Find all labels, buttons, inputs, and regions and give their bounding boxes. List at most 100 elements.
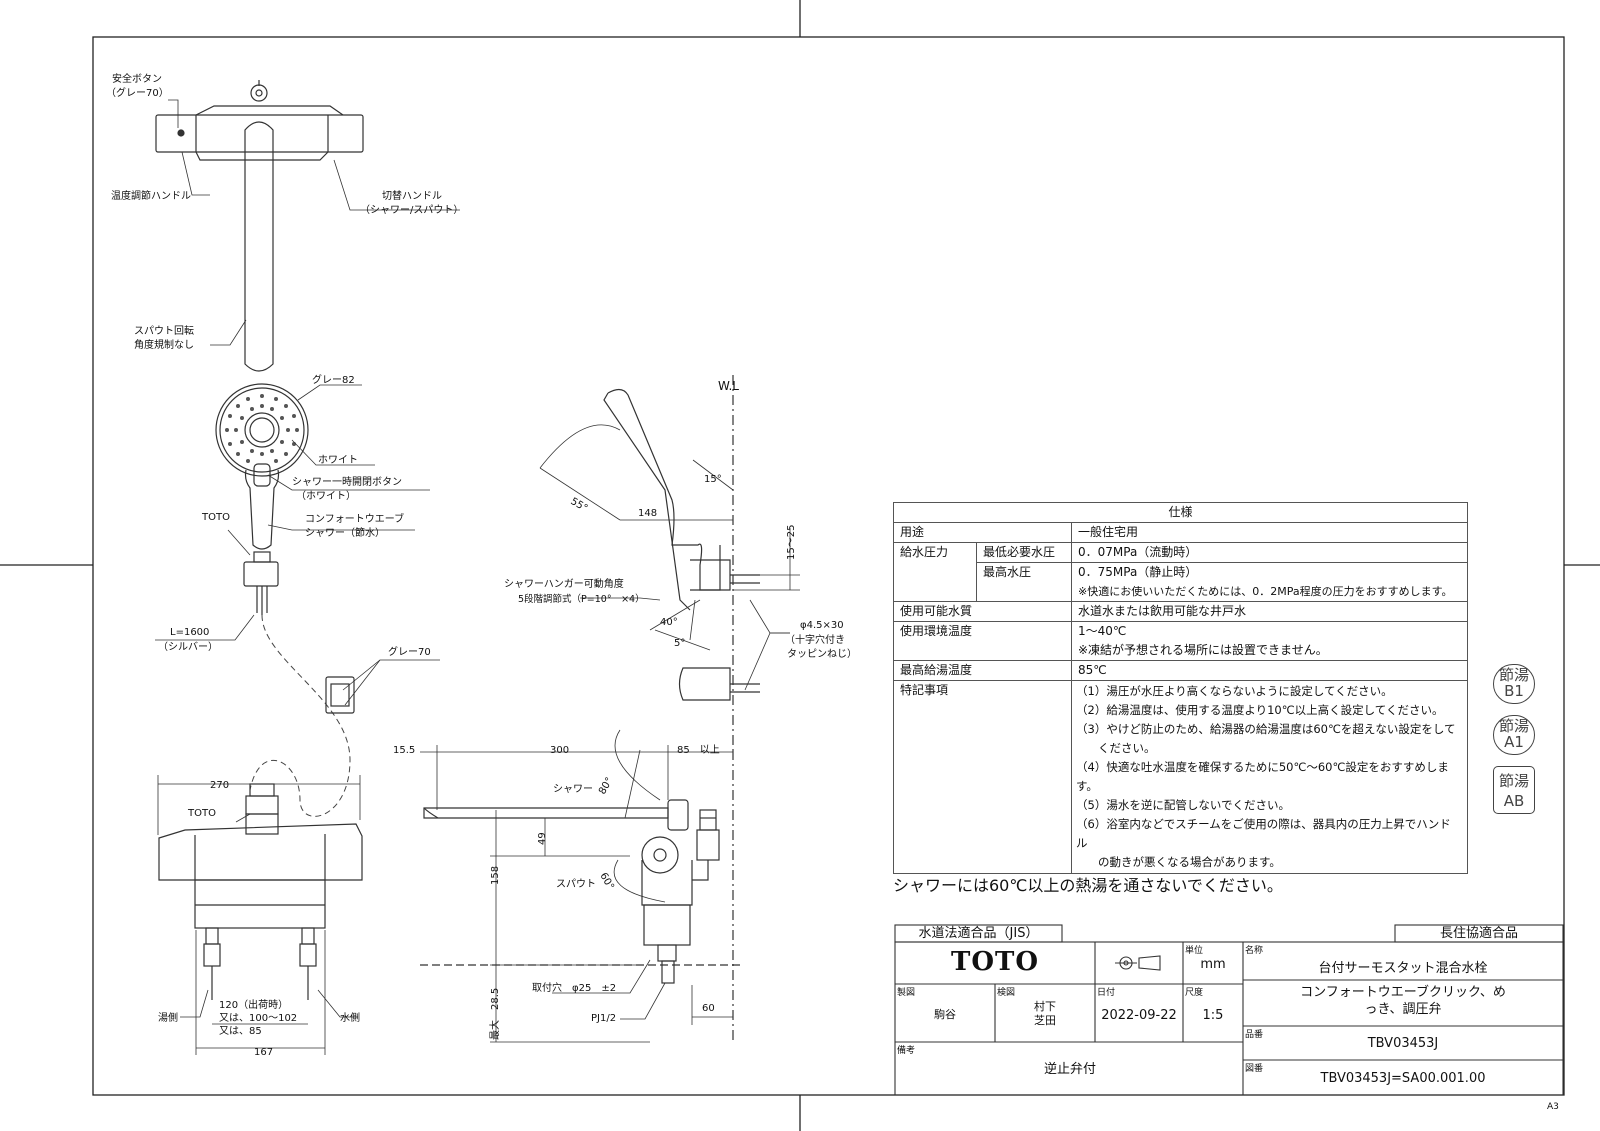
label-shower: シャワー [553,784,593,795]
spec-usage-key: 用途 [893,522,1072,543]
check-key: 検図 [997,988,1016,998]
label-spout-rotation: スパウト回転 [134,325,194,337]
badge-a1-title: 節湯 [1498,717,1529,735]
spec-usage-value: 一般住宅用 [1071,522,1468,543]
projection-symbol [1115,955,1161,971]
label-shower-button-sub: （ホワイト） [296,490,356,502]
label-pj: PJ1/2 [591,1013,616,1024]
label-gray82: グレー82 [312,373,355,386]
dim-60: 60 [702,1003,715,1014]
angle-15: 15° [704,474,722,485]
label-hose-length: L=1600 [170,627,209,638]
badge-b1-title: 節湯 [1498,666,1529,684]
dimension-labels: 270 120（出荷時） 又は、100～102 又は、85 167 15.5 3… [210,474,797,1058]
label-hose-color: （シルバー） [158,641,218,653]
dim-15-25: 15～25 [786,525,797,560]
label-mount-hole: 取付穴 φ25 ±2 [532,981,616,994]
jis-compliance: 水道法適合品（JIS） [918,926,1039,941]
label-screw-sub2: タッピンねじ） [787,648,857,660]
label-hanger-sub: 5段階調節式（P=10° ×4） [518,593,645,605]
spec-max-pressure-value: 0．75MPa（静止時） [1071,562,1468,582]
part-number: TBV03453J [1367,1036,1439,1051]
dim-270: 270 [210,780,229,791]
label-switch-handle: 切替ハンドル [382,189,442,202]
scale-key: 尺度 [1185,988,1204,998]
check-value: 村下芝田 [997,1000,1093,1028]
part-key: 品番 [1245,1030,1264,1040]
label-white: ホワイト [318,454,358,466]
dim-15-5: 15.5 [393,745,415,756]
chojukyo-compliance: 長住協適合品 [1439,926,1518,941]
dim-158: 158 [490,866,501,885]
date-value: 2022-09-22 [1101,1008,1177,1023]
badge-b1-code: B1 [1504,682,1524,700]
label-switch-handle-sub: （シャワー/スパウト） [360,204,463,216]
product-name: 台付サーモスタット混合水栓 [1318,961,1488,976]
label-screw: φ4.5×30 [800,620,844,631]
spec-special-list: （1）湯圧が水圧より高くならないように設定してください。 （2）給湯温度は、使用… [1071,680,1468,874]
spec-special-4: （4）快適な吐水温度を確保するために50℃～60℃設定をおすすめします。 [1076,760,1449,793]
dimension-lines [155,99,800,1055]
product-variant-line2: っき、調圧弁 [1364,1002,1442,1017]
spec-special-2: （2）給湯温度は、使用する温度より10℃以上高く設定してください。 [1076,703,1444,717]
product-variant-line1: コンフォートウエーブクリック、め [1300,985,1506,1000]
angle-55: 55° [569,496,590,514]
dim-300: 300 [550,745,569,756]
angle-60: 60° [597,871,615,892]
spec-table: 仕様 用途一般住宅用 給水圧力 最低必要水圧 0．07MPa（流動時） 最高水圧… [893,502,1468,874]
spec-water-value: 水道水または飲用可能な井戸水 [1071,601,1468,622]
spec-special-key: 特記事項 [893,680,1072,874]
badge-a1-code: A1 [1504,733,1524,751]
label-hot-side: 湯側 [158,1011,178,1024]
angle-5: 5° [674,638,685,649]
remark-key: 備考 [897,1046,916,1056]
remark-value: 逆止弁付 [1043,1062,1096,1077]
title-block-frame [894,924,1564,1096]
label-spout: スパウト [556,878,596,890]
shower-head-front [215,383,309,615]
spec-pressure-key: 給水圧力 [893,542,977,602]
label-toto-body: TOTO [187,808,216,819]
label-cold-side: 水側 [340,1011,360,1024]
spec-pressure-note: ※快適にお使いいただくためには、0．2MPa程度の圧力をおすすめします。 [1071,582,1468,602]
label-shower-button: シャワー一時開閉ボタン [292,476,402,488]
label-spout-rotation-sub: 角度規制なし [134,338,194,351]
spec-max-pressure-key: 最高水圧 [976,562,1072,602]
spec-env-note: ※凍結が予想される場所には設置できません。 [1071,641,1468,661]
dim-120a: 120（出荷時） [219,998,288,1011]
faucet-front-elevation [158,783,363,1000]
spec-min-pressure-value: 0．07MPa（流動時） [1071,542,1468,563]
spec-env-value: 1～40℃ [1071,621,1468,641]
spec-header: 仕様 [893,502,1468,523]
dim-120b: 又は、100～102 [219,1012,297,1024]
spec-special-5: （5）湯水を逆に配管しないでください。 [1076,798,1290,812]
checker-1: 村下 [1034,1000,1056,1013]
shower-hose [249,614,351,817]
label-toto-head: TOTO [201,512,230,523]
drawing-number: TBV03453J=SA00.001.00 [1320,1071,1486,1086]
spec-hot-value: 85℃ [1071,660,1468,681]
spec-special-1: （1）湯圧が水圧より高くならないように設定してください。 [1076,684,1393,698]
angle-40: 40° [660,617,678,628]
badge-ab-title: 節湯 [1498,772,1529,790]
label-safety-button: 安全ボタン [112,72,162,85]
spec-special-3b: ください。 [1098,741,1156,755]
dim-85: 85 以上 [677,744,720,756]
faucet-plan-view [155,80,364,372]
label-temp-handle: 温度調節ハンドル [111,189,191,202]
dim-28-5: 最大 28.5 [488,988,501,1040]
hanger-side-view [603,375,760,750]
dim-167: 167 [254,1047,273,1058]
name-key: 名称 [1245,946,1264,956]
spec-special-3a: （3）やけど防止のため、給湯器の給湯温度は60℃を超えない設定をして [1076,722,1456,736]
label-comfort-wave-sub: シャワー（節水） [305,526,385,539]
drawing-number-key: 図番 [1245,1064,1264,1074]
scale-value: 1:5 [1202,1008,1224,1023]
label-screw-sub1: （十字穴付き [785,633,845,646]
